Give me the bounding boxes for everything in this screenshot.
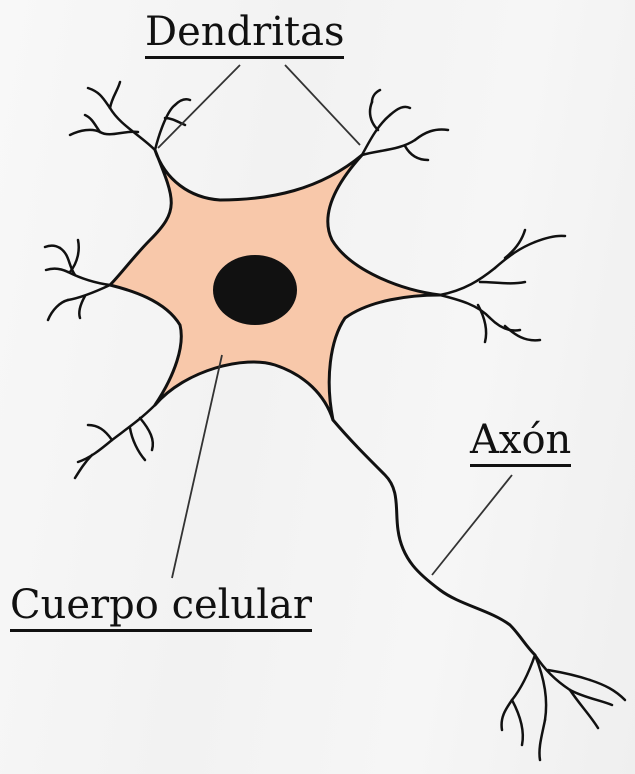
dendrite-left — [45, 240, 110, 320]
leader-dendritas-right — [285, 65, 360, 145]
label-axon: Axón — [470, 420, 571, 467]
axon-terminals — [502, 655, 625, 760]
dendrite-upper-left — [70, 82, 190, 150]
leader-cuerpo — [172, 355, 222, 578]
nucleus — [213, 255, 297, 325]
label-cell-body: Cuerpo celular — [10, 585, 312, 632]
dendrite-lower-left — [75, 405, 155, 478]
dendrite-upper-right — [362, 90, 448, 160]
leader-dendritas-left — [158, 65, 240, 148]
leader-axon — [432, 475, 512, 575]
label-dendrites: Dendritas — [145, 12, 344, 59]
dendrite-right — [440, 230, 565, 342]
